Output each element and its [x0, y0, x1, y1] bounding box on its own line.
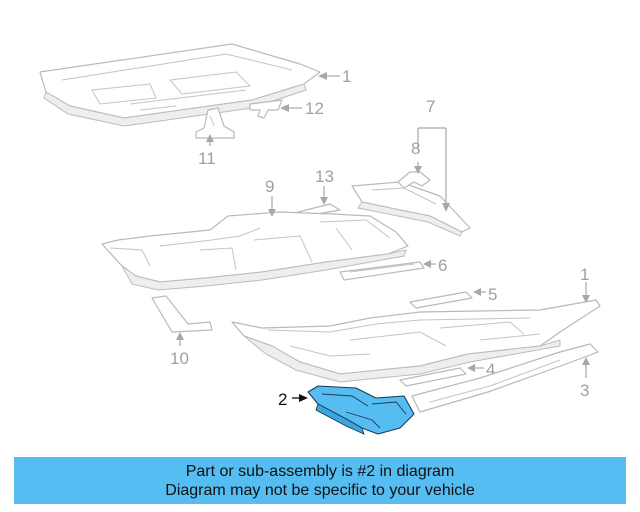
callout-9: 9	[265, 177, 276, 217]
part-4-crossmember[interactable]	[399, 367, 467, 387]
part-7-rear-panel[interactable]	[351, 181, 471, 237]
part-5-crossmember[interactable]	[409, 291, 473, 309]
part-11-bracket[interactable]	[195, 107, 235, 139]
parts-diagram: 1 12 11 7 8	[39, 43, 601, 435]
callout-label: 1	[580, 265, 589, 284]
callout-label: 5	[488, 285, 497, 304]
callout-label: 9	[265, 177, 274, 196]
callout-10: 10	[170, 332, 189, 368]
callout-7: 7	[417, 97, 450, 212]
part-1-upper-floor-pan[interactable]	[39, 43, 321, 127]
callout-5: 5	[473, 285, 497, 304]
callout-12: 12	[280, 99, 324, 118]
callout-label: 11	[198, 149, 216, 168]
callout-label: 2	[278, 390, 287, 409]
callout-4: 4	[467, 360, 495, 379]
part-8-bracket[interactable]	[397, 171, 431, 189]
part-6-crossmember[interactable]	[339, 261, 425, 281]
part-9-center-floor-pan[interactable]	[101, 211, 409, 291]
banner-line-disclaimer: Diagram may not be specific to your vehi…	[165, 481, 475, 499]
callout-2: 2	[278, 390, 308, 409]
callout-label: 12	[305, 99, 324, 118]
info-banner: Part or sub-assembly is #2 in diagram Di…	[14, 457, 626, 504]
callout-13: 13	[315, 167, 334, 205]
part-10-bracket[interactable]	[151, 295, 213, 333]
callout-label: 7	[426, 97, 435, 116]
callout-11: 11	[198, 134, 216, 168]
banner-line-part-info: Part or sub-assembly is #2 in diagram	[185, 462, 455, 480]
callout-label: 6	[438, 256, 447, 275]
callout-3: 3	[580, 357, 590, 400]
callout-1-lower: 1	[580, 265, 590, 303]
callout-label: 13	[315, 167, 334, 186]
callout-label: 3	[580, 381, 589, 400]
callout-label: 8	[411, 139, 420, 158]
callout-8: 8	[411, 139, 422, 174]
callout-label: 4	[486, 360, 495, 379]
callout-6: 6	[423, 256, 447, 275]
callout-1-top: 1	[318, 67, 351, 86]
callout-label: 1	[342, 67, 351, 86]
part-2-highlighted-panel[interactable]	[307, 385, 415, 435]
part-3-rocker-rail[interactable]	[411, 343, 599, 413]
part-12-bracket[interactable]	[249, 99, 283, 119]
callout-label: 10	[170, 349, 189, 368]
part-1-lower-floor-pan[interactable]	[231, 299, 601, 383]
